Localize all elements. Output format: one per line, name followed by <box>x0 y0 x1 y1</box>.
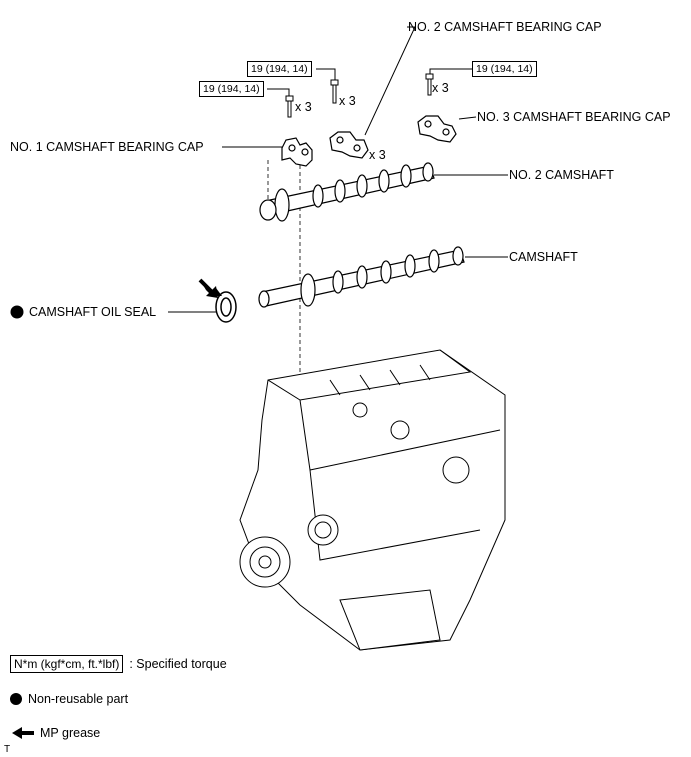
legend-dot-icon <box>10 693 22 705</box>
bolt-icon <box>330 79 339 104</box>
bolt-quantity: x 3 <box>432 81 449 95</box>
torque-spec-box: 19 (194, 14) <box>199 81 264 97</box>
torque-spec-box: 19 (194, 14) <box>247 61 312 77</box>
legend-torque-desc: : Specified torque <box>129 657 227 671</box>
no3-bearing-cap-label: NO. 3 CAMSHAFT BEARING CAP <box>477 110 671 124</box>
no3-bearing-cap-icon <box>417 115 457 143</box>
camshaft-icon <box>258 246 465 308</box>
legend-non-reusable-text: Non-reusable part <box>28 692 129 706</box>
legend-grease-text: MP grease <box>40 726 101 740</box>
no1-bearing-cap-label: NO. 1 CAMSHAFT BEARING CAP <box>10 140 204 154</box>
no2-camshaft-icon <box>259 162 435 222</box>
legend-non-reusable: Non-reusable part <box>10 692 128 706</box>
legend-grease: MP grease <box>40 726 100 740</box>
camshaft-label: CAMSHAFT <box>509 250 578 264</box>
no2-bearing-cap-label: NO. 2 CAMSHAFT BEARING CAP <box>408 20 602 34</box>
engine-block-icon <box>239 349 506 651</box>
leader-lines <box>168 26 508 313</box>
no1-bearing-cap-icon <box>281 137 313 167</box>
bolt-icon <box>285 95 294 118</box>
oil-seal-label: CAMSHAFT OIL SEAL <box>29 305 157 319</box>
legend-arrow-icon <box>12 727 34 739</box>
bolt-quantity: x 3 <box>339 94 356 108</box>
alignment-lines <box>267 160 301 400</box>
bolt-icon <box>425 73 434 96</box>
bolt-quantity: x 3 <box>295 100 312 114</box>
corner-mark: T <box>4 744 11 755</box>
no2-camshaft-label: NO. 2 CAMSHAFT <box>509 168 614 182</box>
grease-arrow-icon <box>198 278 222 298</box>
cap-quantity: x 3 <box>369 148 386 162</box>
torque-spec-box: 19 (194, 14) <box>472 61 537 77</box>
legend-torque-unit: N*m (kgf*cm, ft.*lbf) <box>10 655 124 673</box>
non-reusable-dot-icon <box>10 305 24 319</box>
oil-seal-icon <box>215 291 237 323</box>
legend-torque: N*m (kgf*cm, ft.*lbf) : Specified torque <box>10 655 227 673</box>
no2-bearing-cap-icon <box>329 131 369 159</box>
